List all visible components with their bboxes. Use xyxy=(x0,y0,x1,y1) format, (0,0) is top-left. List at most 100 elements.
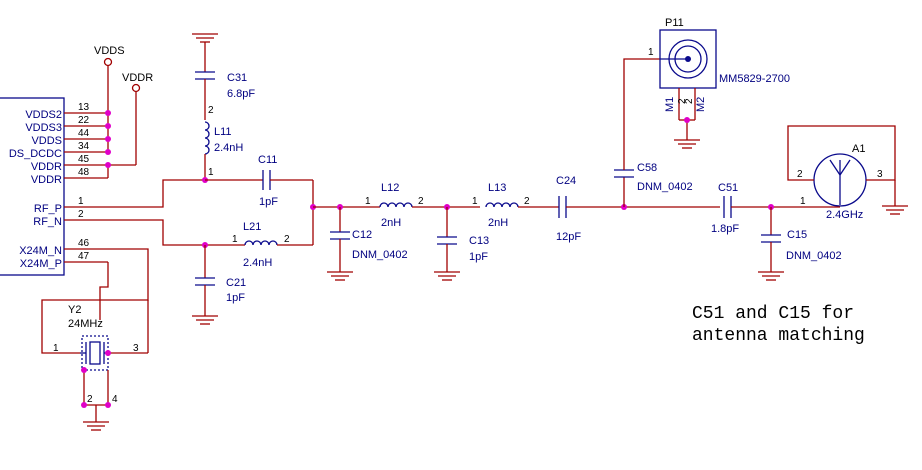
ic-pin-name-rf-p: RF_P xyxy=(34,203,62,215)
junction-dot xyxy=(105,136,111,142)
l12-value: 2nH xyxy=(381,217,401,229)
c21-ref: C21 xyxy=(226,277,246,289)
ic-pin-name-vdds2: VDDS2 xyxy=(25,109,62,121)
a1-pin1: 1 xyxy=(800,196,806,207)
y2-pin2: 2 xyxy=(87,394,93,405)
c24-ref: C24 xyxy=(556,175,576,187)
ic-pin-num-22: 22 xyxy=(78,115,90,126)
l11-pin2: 2 xyxy=(208,105,214,116)
l13-inductor: 1 2 L13 2nH xyxy=(472,182,559,229)
a1-antenna: A1 2.4GHz 2 3 1 xyxy=(787,125,908,221)
ic-pin-num-34: 34 xyxy=(78,141,90,152)
junction-dot xyxy=(105,110,111,116)
y2-pin3: 3 xyxy=(133,343,139,354)
c13-value: 1pF xyxy=(469,251,488,263)
junction-dot xyxy=(105,402,111,408)
l12-ref: L12 xyxy=(381,182,399,194)
p11-value: MM5829-2700 xyxy=(719,73,790,85)
p11-m1-label: M1 xyxy=(664,97,676,112)
a1-ref: A1 xyxy=(852,143,865,155)
junction-dot xyxy=(105,149,111,155)
y2-crystal: Y2 24MHz 1 3 2 4 xyxy=(41,248,149,431)
c24-capacitor: C24 12pF xyxy=(556,175,720,243)
y2-pin4: 4 xyxy=(112,394,118,405)
l11-inductor: 2 1 L11 2.4nH xyxy=(204,105,243,180)
l13-ref: L13 xyxy=(488,182,506,194)
c11-capacitor: C11 1pF xyxy=(205,154,313,208)
ic-pin-num-46: 46 xyxy=(78,238,90,249)
y2-pin1: 1 xyxy=(53,343,59,354)
ic-pin-num-1: 1 xyxy=(78,196,84,207)
l12-pin1: 1 xyxy=(365,196,371,207)
c13-ref: C13 xyxy=(469,235,489,247)
ic-pin-num-2: 2 xyxy=(78,209,84,220)
l11-pin1: 1 xyxy=(208,167,214,178)
junction-dot xyxy=(105,350,111,356)
c31-capacitor: C31 6.8pF xyxy=(192,33,255,120)
c15-capacitor: C15 DNM_0402 xyxy=(758,207,842,281)
ic-pin-name-rf-n: RF_N xyxy=(33,216,62,228)
ic-pin-num-47: 47 xyxy=(78,251,90,262)
ic-pin-num-45: 45 xyxy=(78,154,90,165)
note-line-2: antenna matching xyxy=(692,326,865,346)
vdds-label: VDDS xyxy=(94,45,125,57)
l21-pin1: 1 xyxy=(232,234,238,245)
ic-pin-name-vddr: VDDR xyxy=(31,174,62,186)
ic-pin-name-vdds-44: VDDS xyxy=(31,135,62,147)
ic-pin-num-48: 48 xyxy=(78,167,90,178)
c11-value: 1pF xyxy=(259,196,278,208)
l12-pin2: 2 xyxy=(418,196,424,207)
ic-pin-name-x24m-n: X24M_N xyxy=(19,245,62,257)
l21-ref: L21 xyxy=(243,221,261,233)
c58-value: DNM_0402 xyxy=(637,181,693,193)
vdds-power-port-icon xyxy=(103,57,113,67)
l12-inductor: 1 2 L12 2nH xyxy=(365,182,480,229)
c12-capacitor: C12 DNM_0402 xyxy=(327,207,408,281)
c21-value: 1pF xyxy=(226,292,245,304)
p11-m2-label: M2 xyxy=(695,97,707,112)
mcu-ic-symbol: VDDS2 VDDS3 VDDS DS_DCDC VDDR VDDR RF_P … xyxy=(0,97,108,276)
c15-ref: C15 xyxy=(787,229,807,241)
ic-pin-num-44: 44 xyxy=(78,128,90,139)
junction-dot xyxy=(81,402,87,408)
c31-value: 6.8pF xyxy=(227,88,255,100)
c51-ref: C51 xyxy=(718,182,738,194)
p11-m2-num: 2 xyxy=(684,98,695,104)
vddr-power-port-icon xyxy=(131,83,141,93)
p11-ref: P11 xyxy=(665,17,684,29)
ic-pin-name-vdds-dcdc: DS_DCDC xyxy=(9,148,62,160)
c21-capacitor: C21 1pF xyxy=(192,245,246,325)
c31-ref: C31 xyxy=(227,72,247,84)
junction-dot xyxy=(105,123,111,129)
c51-value: 1.8pF xyxy=(711,223,739,235)
p11-m1-num: 2 xyxy=(677,98,688,104)
a1-pin3: 3 xyxy=(877,169,883,180)
c15-value: DNM_0402 xyxy=(786,250,842,262)
c12-ref: C12 xyxy=(352,229,372,241)
vdds-power-rail: VDDS xyxy=(94,45,125,152)
ic-pin-name-vddr-48: VDDR xyxy=(31,161,62,173)
l21-inductor: 1 2 L21 2.4nH xyxy=(205,221,313,269)
c11-ref: C11 xyxy=(258,154,277,166)
ic-pin-num-13: 13 xyxy=(78,102,90,113)
l13-pin1: 1 xyxy=(472,196,478,207)
l13-pin2: 2 xyxy=(524,196,530,207)
l13-value: 2nH xyxy=(488,217,508,229)
ic-pin-name-vdds3: VDDS3 xyxy=(25,122,62,134)
vddr-power-rail: VDDR xyxy=(107,72,153,178)
a1-pin2: 2 xyxy=(797,169,803,180)
c12-value: DNM_0402 xyxy=(352,249,408,261)
l11-value: 2.4nH xyxy=(214,142,243,154)
l21-pin2: 2 xyxy=(284,234,290,245)
a1-value: 2.4GHz xyxy=(826,209,863,221)
l11-ref: L11 xyxy=(214,126,232,138)
c51-capacitor: C51 1.8pF xyxy=(711,182,812,235)
c58-capacitor: C58 DNM_0402 xyxy=(614,58,693,207)
c24-value: 12pF xyxy=(556,231,581,243)
vddr-label: VDDR xyxy=(122,72,153,84)
junction-dot xyxy=(105,162,111,168)
p11-rf-connector: 1 P11 MM5829-2700 M1 2 2 M2 xyxy=(648,17,790,149)
y2-value: 24MHz xyxy=(68,318,103,330)
y2-ref: Y2 xyxy=(68,304,81,316)
